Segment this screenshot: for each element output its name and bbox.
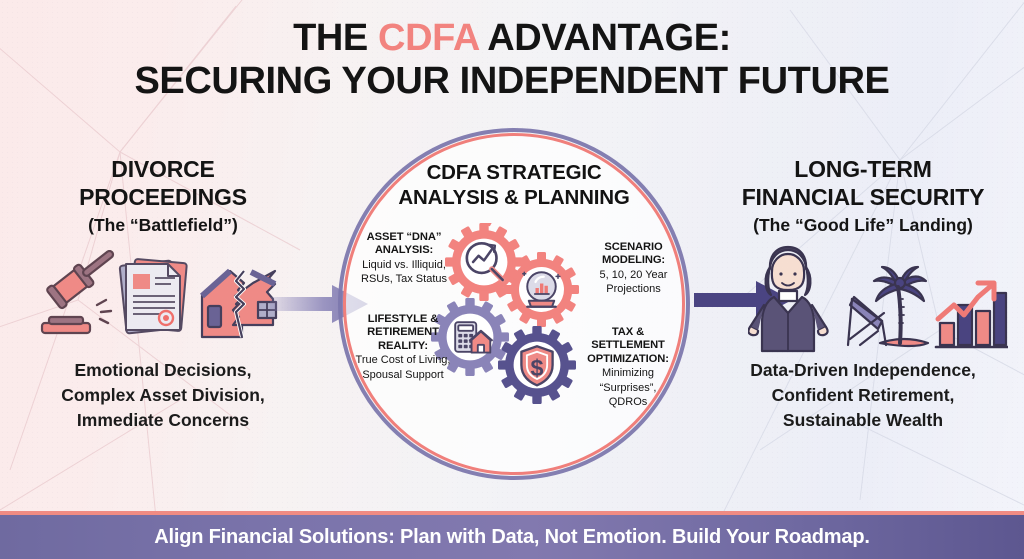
title-line-2: SECURING YOUR INDEPENDENT FUTURE: [134, 60, 890, 103]
left-heading-line-1: DIVORCE: [111, 156, 215, 182]
tax-title-3: OPTIMIZATION:: [587, 352, 669, 365]
asset-sub-2: RSUs, Tax Status: [361, 273, 447, 286]
legal-documents-icon: [118, 258, 188, 335]
right-column-body: Data-Driven Independence, Confident Reti…: [718, 358, 1008, 433]
title-line-1: THE CDFA ADVANTAGE:: [0, 17, 1024, 60]
left-illustration-group: [40, 250, 278, 339]
right-body-line-3: Sustainable Wealth: [782, 409, 944, 430]
broken-house-icon: [200, 268, 278, 339]
gavel-icon: [40, 250, 115, 335]
gear-tax-settlement: $: [498, 326, 576, 404]
quadrant-label-lifestyle-retirement: LIFESTYLE & RETIREMENT REALITY: True Cos…: [338, 313, 468, 382]
growth-chart-icon: [934, 280, 1008, 349]
gear-scenario-modeling: [504, 252, 579, 327]
right-heading-line-2: FINANCIAL SECURITY: [741, 184, 985, 211]
scenario-title-2: MODELING:: [601, 254, 666, 267]
bottom-banner: Align Financial Solutions: Plan with Dat…: [0, 511, 1024, 559]
tax-title-2: SETTLEMENT: [591, 339, 665, 352]
palm-beach-chair-icon: [846, 265, 930, 348]
crystal-ball-chart-icon: [522, 271, 561, 308]
center-heading: CDFA STRATEGIC ANALYSIS & PLANNING: [338, 160, 690, 211]
title-post: ADVANTAGE:: [478, 17, 731, 59]
lifestyle-title-1: LIFESTYLE &: [367, 313, 439, 325]
banner-text: Align Financial Solutions: Plan with Dat…: [154, 525, 870, 548]
left-heading-line-2: PROCEEDINGS: [79, 184, 247, 211]
gear-lifestyle-retirement: [431, 298, 509, 376]
center-circle: CDFA STRATEGIC ANALYSIS & PLANNING ASSET…: [338, 128, 690, 480]
right-subheading: (The “Good Life” Landing): [753, 215, 973, 236]
tax-sub-1: Minimizing: [602, 367, 654, 380]
quadrant-label-scenario-modeling: SCENARIO MODELING: 5, 10, 20 Year Projec…: [577, 241, 690, 297]
right-body-line-1: Data-Driven Independence,: [750, 360, 976, 380]
lifestyle-sub-2: Spousal Support: [362, 368, 444, 381]
circle-outer-ring: [338, 128, 690, 480]
right-heading-line-1: LONG-TERM: [794, 156, 932, 182]
tax-title-1: TAX &: [611, 326, 645, 338]
page-title: THE CDFA ADVANTAGE: SECURING YOUR INDEPE…: [0, 17, 1024, 104]
asset-sub-1: Liquid vs. Illiquid,: [362, 258, 446, 271]
center-heading-line-1: CDFA STRATEGIC: [426, 161, 602, 184]
calculator-house-icon: [454, 321, 494, 354]
quadrant-label-asset-dna: ASSET “DNA” ANALYSIS: Liquid vs. Illiqui…: [342, 231, 466, 287]
left-body-line-3: Immediate Concerns: [76, 409, 250, 430]
confident-woman-icon: [748, 245, 829, 353]
quadrant-label-tax-settlement: TAX & SETTLEMENT OPTIMIZATION: Minimizin…: [566, 326, 690, 410]
right-illustration-group: [748, 245, 1008, 353]
right-column-heading: LONG-TERM FINANCIAL SECURITY (The “Good …: [718, 155, 1008, 237]
tax-sub-2: “Surprises”,: [599, 381, 657, 394]
title-pre: THE: [293, 17, 379, 59]
scenario-title-1: SCENARIO: [604, 241, 663, 253]
magnifier-trend-icon: [465, 241, 506, 283]
lifestyle-title-2: RETIREMENT: [367, 326, 439, 339]
left-subheading: (The “Battlefield”): [88, 215, 238, 236]
tax-sub-3: QDROs: [608, 396, 648, 409]
right-body-line-2: Confident Retirement,: [771, 384, 955, 405]
left-body-line-2: Complex Asset Division,: [61, 384, 265, 405]
lifestyle-title-3: REALITY:: [378, 339, 428, 352]
left-column-heading: DIVORCE PROCEEDINGS (The “Battlefield”): [18, 155, 308, 237]
gear-asset-dna: [445, 223, 523, 301]
scenario-sub-1: 5, 10, 20 Year: [599, 268, 668, 281]
svg-text:$: $: [530, 355, 543, 381]
left-body-line-1: Emotional Decisions,: [74, 360, 252, 380]
center-heading-line-2: ANALYSIS & PLANNING: [398, 186, 630, 210]
left-column-body: Emotional Decisions, Complex Asset Divis…: [18, 358, 308, 433]
scenario-sub-2: Projections: [606, 283, 661, 296]
title-accent-cdfa: CDFA: [378, 17, 479, 59]
asset-title-2: ANALYSIS:: [374, 244, 434, 257]
asset-title-1: ASSET “DNA”: [366, 231, 442, 243]
shield-dollar-icon: $: [520, 345, 554, 387]
lifestyle-sub-1: True Cost of Living,: [355, 354, 451, 367]
